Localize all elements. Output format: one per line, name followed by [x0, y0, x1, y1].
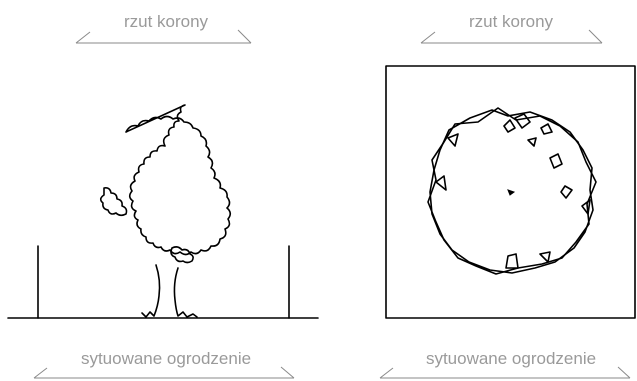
tree-canopy-inner-detail-2	[170, 246, 194, 264]
tree-canopy-inner-detail	[99, 187, 128, 217]
bottom-label-left: sytuowane ogrodzenie	[81, 349, 251, 368]
tree-elevation-panel: rzut korony	[7, 12, 319, 319]
crown-patch	[540, 123, 553, 135]
crown-patch	[539, 251, 551, 263]
crown-patch	[503, 119, 516, 133]
crown-patch	[514, 113, 531, 129]
top-leader-right	[420, 29, 603, 44]
bottom-leader-left	[33, 366, 295, 379]
plot-boundary	[385, 65, 636, 319]
tree-trunk	[141, 264, 198, 318]
bottom-leader-right	[379, 366, 631, 379]
crown-patch	[527, 137, 537, 147]
top-label-right: rzut korony	[469, 12, 554, 31]
top-label-left: rzut korony	[124, 12, 209, 31]
crown-patch	[447, 133, 459, 147]
crown-plan-panel: rzut korony	[385, 12, 636, 319]
trunk-position-marker	[507, 189, 516, 196]
crown-patch	[549, 153, 563, 169]
crown-patch	[505, 253, 519, 269]
top-leader-left	[75, 29, 252, 44]
crown-patch	[435, 175, 447, 191]
crown-patch	[581, 199, 591, 215]
crown-outline-inner	[427, 107, 597, 275]
crown-patch	[560, 185, 573, 199]
tree-canopy	[125, 104, 232, 256]
bottom-label-right: sytuowane ogrodzenie	[426, 349, 596, 368]
